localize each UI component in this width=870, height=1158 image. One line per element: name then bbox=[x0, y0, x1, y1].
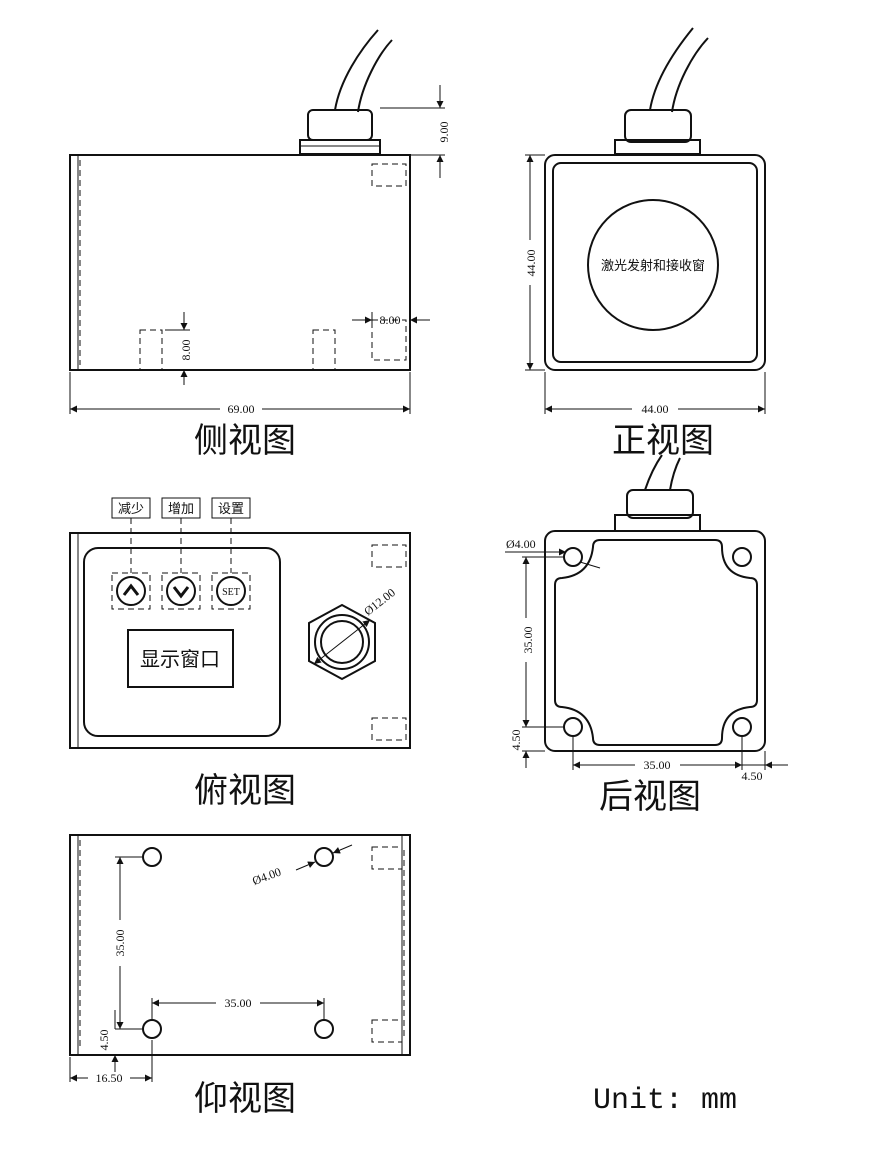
unit-label: Unit: mm bbox=[593, 1084, 737, 1118]
btn-increase-label: 增加 bbox=[168, 501, 194, 516]
front-view-caption: 正视图 bbox=[612, 423, 714, 460]
side-cable-right-edge bbox=[357, 39, 393, 113]
btn-decrease-label: 减少 bbox=[118, 501, 144, 516]
top-hidden-pocket-bottom bbox=[371, 717, 407, 741]
side-dim-hole-offset: 8.00 bbox=[380, 313, 401, 327]
bottom-dim-horizontal: 35.00 bbox=[225, 996, 252, 1010]
bottom-hidden-pocket-bottom bbox=[371, 1019, 403, 1043]
side-cable-gland bbox=[307, 109, 373, 141]
bottom-hole-top-right bbox=[314, 847, 334, 867]
set-key-text: SET bbox=[222, 587, 240, 598]
front-cable-gland bbox=[624, 109, 692, 143]
bottom-body bbox=[69, 834, 411, 1056]
top-view: 减少 增加 设置 SET 显示窗口 Ø bbox=[69, 497, 411, 810]
back-hole-top-left bbox=[563, 547, 583, 567]
side-view: 9.00 8.00 8.00 69.00 侧视图 bbox=[69, 29, 451, 460]
side-body bbox=[69, 154, 411, 371]
side-gland-nut bbox=[299, 139, 381, 155]
top-body bbox=[69, 532, 411, 749]
front-laser-window bbox=[587, 199, 719, 331]
back-dim-hole-dia: Ø4.00 bbox=[506, 537, 536, 551]
decrease-key[interactable] bbox=[111, 572, 151, 610]
back-hole-top-right bbox=[732, 547, 752, 567]
btn-settings-label: 设置 bbox=[218, 501, 244, 516]
side-view-caption: 侧视图 bbox=[194, 422, 296, 460]
back-cable-left-edge bbox=[644, 454, 663, 491]
bottom-hole-bottom-left bbox=[142, 1019, 162, 1039]
top-hidden-pocket-top bbox=[371, 544, 407, 568]
top-dim-nut: Ø12.00 bbox=[361, 585, 398, 618]
bottom-dim-hole-dia: Ø4.00 bbox=[250, 865, 283, 888]
back-dim-horizontal: 35.00 bbox=[644, 758, 671, 772]
back-body bbox=[544, 530, 766, 752]
bottom-hole-top-left bbox=[142, 847, 162, 867]
back-inner-outline bbox=[554, 539, 758, 746]
back-dim-vertical: 35.00 bbox=[521, 627, 535, 654]
back-hole-bottom-right bbox=[732, 717, 752, 737]
front-body bbox=[544, 154, 766, 371]
front-dim-height: 44.00 bbox=[524, 250, 538, 277]
front-cable-right-edge bbox=[671, 37, 709, 113]
display-window-label: 显示窗口 bbox=[140, 648, 220, 671]
top-panel bbox=[83, 547, 281, 737]
side-dim-width: 69.00 bbox=[228, 402, 255, 416]
front-dim-width: 44.00 bbox=[642, 402, 669, 416]
back-view: Ø4.00 35.00 4.50 35.00 4.50 后视图 bbox=[505, 454, 788, 816]
back-hole-bottom-left bbox=[563, 717, 583, 737]
back-dim-edge-h: 4.50 bbox=[742, 769, 763, 783]
back-cable-right-edge bbox=[669, 457, 681, 491]
top-view-caption: 俯视图 bbox=[194, 772, 296, 810]
side-hidden-pocket-top bbox=[371, 163, 407, 187]
front-cable-left-edge bbox=[649, 27, 694, 111]
top-cable-nut-hex bbox=[308, 603, 376, 681]
increase-key[interactable] bbox=[161, 572, 201, 610]
bottom-view-caption: 仰视图 bbox=[194, 1080, 296, 1118]
bottom-hole-bottom-right bbox=[314, 1019, 334, 1039]
front-window-label: 激光发射和接收窗 bbox=[601, 258, 705, 273]
side-dim-hole-depth: 8.00 bbox=[179, 340, 193, 361]
front-view: 激光发射和接收窗 44.00 44.00 正视图 bbox=[524, 27, 766, 460]
side-hidden-pocket-bottom bbox=[371, 319, 407, 361]
back-cable-gland bbox=[626, 489, 694, 519]
side-hidden-hole-right bbox=[312, 329, 336, 371]
bottom-dim-edge-h: 16.50 bbox=[96, 1071, 123, 1085]
side-cable-left-edge bbox=[334, 29, 379, 111]
bottom-hidden-pocket-top bbox=[371, 846, 403, 870]
bottom-view: Ø4.00 35.00 35.00 4.50 16.50 仰视图 bbox=[69, 834, 411, 1118]
side-hidden-hole-left bbox=[139, 329, 163, 371]
front-body-inner bbox=[552, 162, 758, 363]
back-view-caption: 后视图 bbox=[599, 779, 701, 816]
bottom-dim-edge-v: 4.50 bbox=[97, 1030, 111, 1051]
side-dim-cable: 9.00 bbox=[437, 122, 451, 143]
bottom-dim-vertical: 35.00 bbox=[113, 930, 127, 957]
chevron-down-icon bbox=[172, 586, 190, 599]
display-window bbox=[127, 629, 234, 688]
back-dim-edge-v: 4.50 bbox=[509, 730, 523, 751]
set-key[interactable]: SET bbox=[211, 572, 251, 610]
chevron-up-icon bbox=[122, 583, 140, 596]
